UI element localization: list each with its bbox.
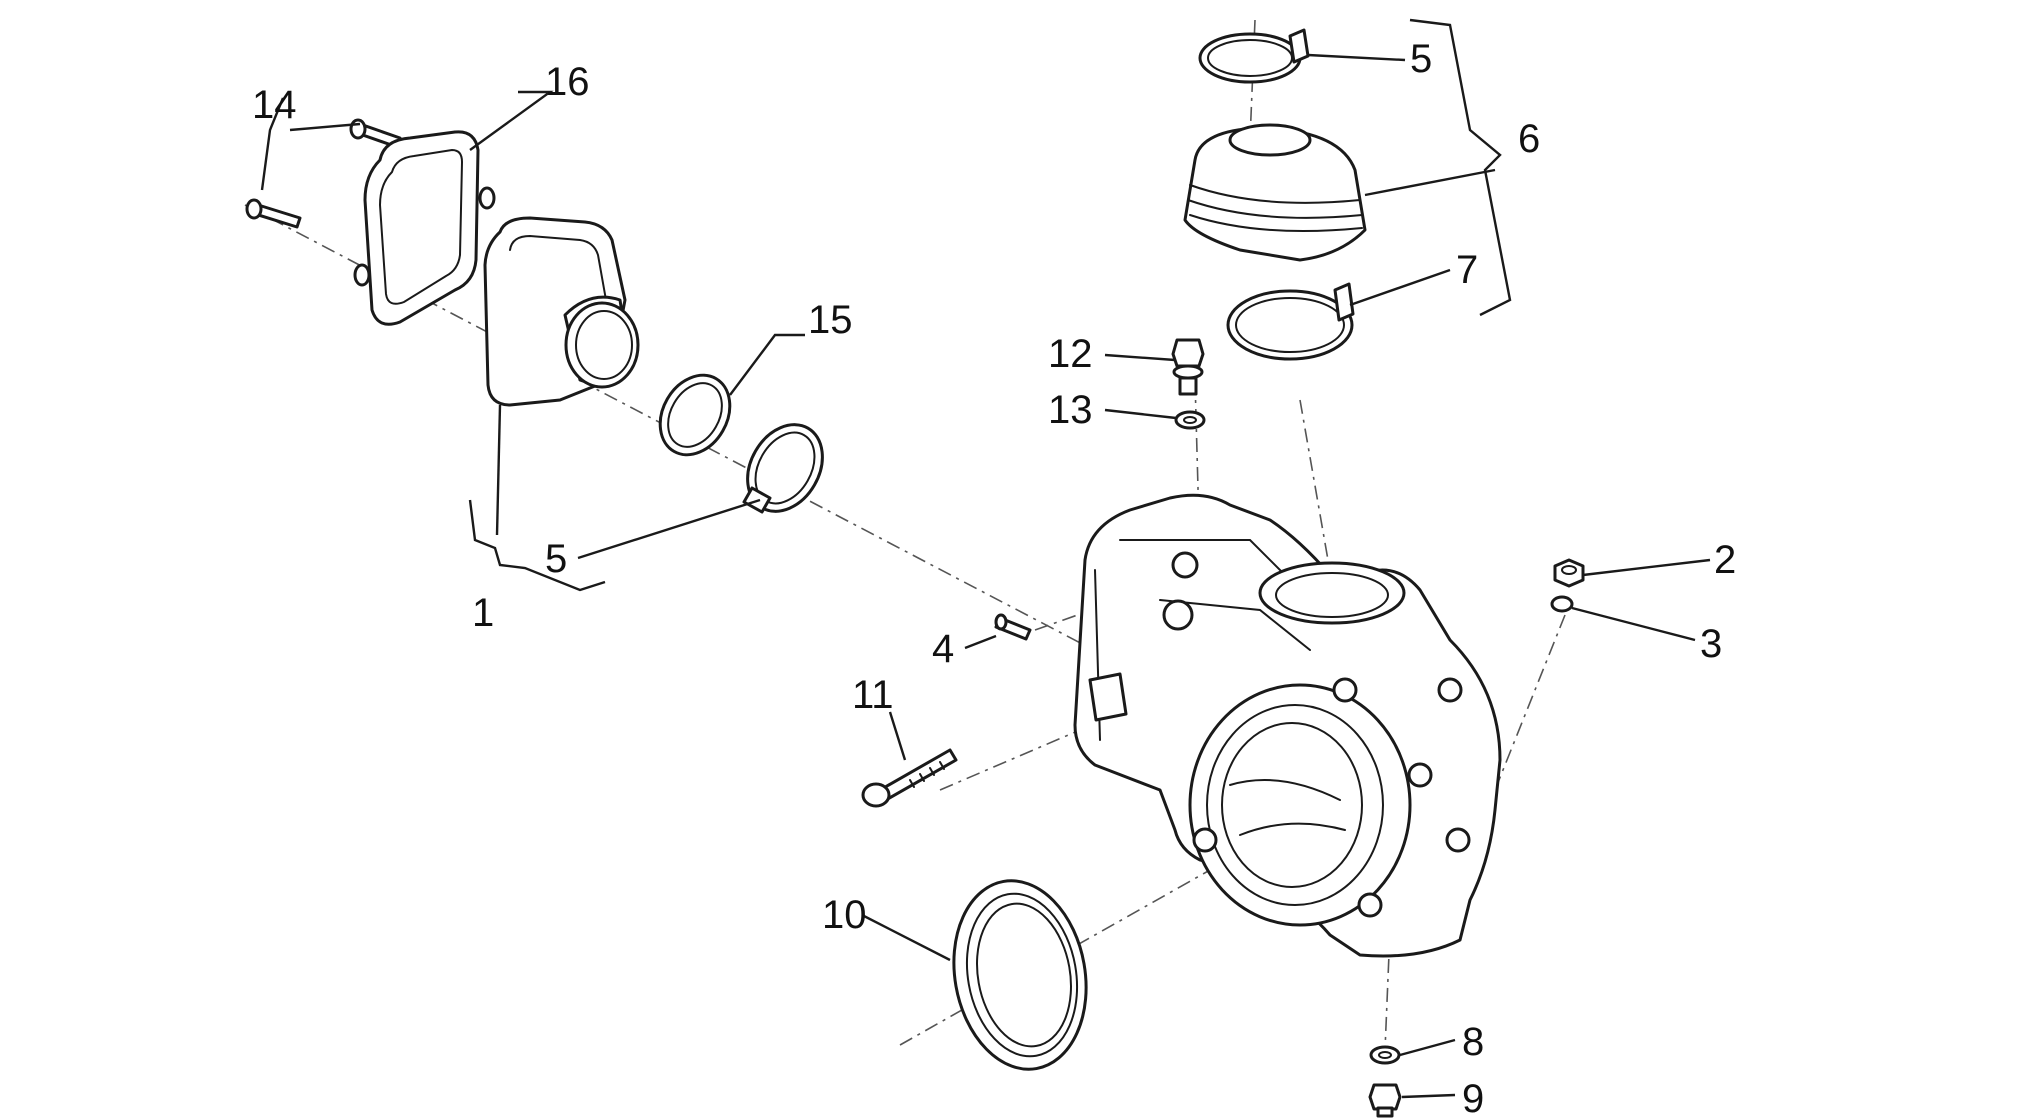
boot-part-6 — [1183, 123, 1367, 262]
callout-5-lower: 5 — [545, 537, 567, 581]
washer-part-3 — [1550, 595, 1574, 613]
washer-part-13 — [1174, 410, 1206, 430]
intake-boot-part-1 — [483, 216, 640, 407]
callout-11: 11 — [852, 673, 894, 717]
main-housing — [1073, 493, 1502, 958]
callout-10: 10 — [822, 893, 867, 937]
ring-part-15 — [658, 373, 732, 457]
callout-16: 16 — [545, 60, 590, 104]
plug-part-12 — [1171, 338, 1205, 396]
bolt-part-11 — [861, 748, 958, 808]
callout-15: 15 — [808, 298, 853, 342]
pin-part-4 — [994, 613, 1032, 641]
flange-frame-part-16 — [353, 130, 496, 326]
callout-2: 2 — [1714, 538, 1736, 582]
bracket-6 — [1409, 18, 1512, 317]
callout-13: 13 — [1048, 388, 1093, 432]
callout-7: 7 — [1456, 248, 1478, 292]
callout-9: 9 — [1462, 1077, 1484, 1120]
clamp-part-5-upper — [1198, 28, 1310, 84]
callout-6: 6 — [1518, 117, 1540, 161]
callout-8: 8 — [1462, 1020, 1484, 1064]
callout-labels: 1 2 3 4 5 5 6 7 8 9 10 11 12 13 14 15 16 — [252, 37, 1736, 1120]
clamp-part-7 — [1226, 282, 1355, 361]
nut-part-2 — [1553, 558, 1585, 588]
seal-ring-part-10 — [952, 879, 1088, 1071]
callout-1: 1 — [472, 591, 494, 635]
callout-4: 4 — [932, 627, 954, 671]
screw-part-14 — [245, 118, 402, 229]
plug-part-9 — [1368, 1083, 1402, 1118]
callout-12: 12 — [1048, 332, 1093, 376]
callout-14: 14 — [252, 83, 297, 127]
washer-part-8 — [1369, 1045, 1401, 1065]
callout-3: 3 — [1700, 622, 1722, 666]
clamp-part-5-lower — [742, 423, 824, 514]
bracket-1 — [468, 499, 606, 592]
leader-lines — [260, 53, 1711, 1099]
callout-5-upper: 5 — [1410, 37, 1432, 81]
